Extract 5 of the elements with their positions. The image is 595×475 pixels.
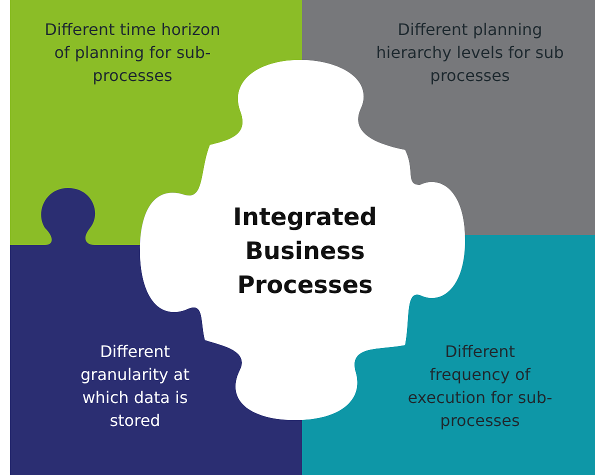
piece-text: Different time horizon of planning for sub-processes xyxy=(44,19,222,87)
piece-text: Different granularity at which data is stored xyxy=(80,341,190,432)
piece-text: Different planning hierarchy levels for sub processes xyxy=(375,19,565,87)
piece-text: Different frequency of execution for sub-processes xyxy=(406,341,554,432)
center-title: Integrated Business Processes xyxy=(232,202,378,301)
